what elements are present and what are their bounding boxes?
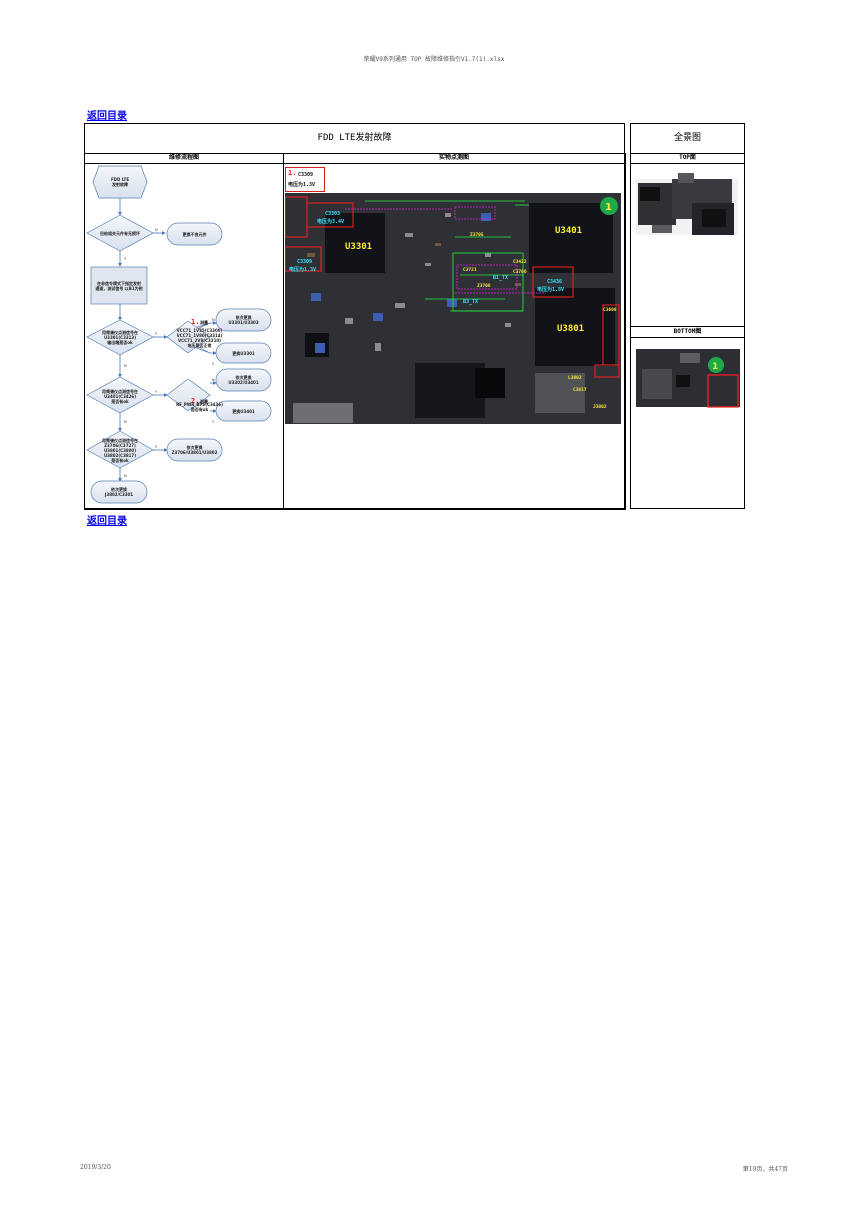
flow-column-header: 维修流程图 (85, 153, 283, 164)
svg-text:1: 1 (712, 362, 718, 372)
svg-text:Z3706: Z3706 (477, 283, 491, 289)
svg-text:C3303: C3303 (325, 211, 340, 217)
photo-column-header: 实物点测图 (283, 153, 625, 164)
bottom-board-thumbnail: 1 (636, 349, 740, 408)
svg-text:Z3705: Z3705 (470, 232, 484, 238)
flow-r2b: 更换U3401 (232, 408, 255, 414)
svg-text:C3309: C3309 (297, 259, 312, 265)
top-board-thumbnail (636, 173, 738, 235)
svg-text:C3706: C3706 (513, 269, 527, 275)
svg-text:N: N (124, 474, 127, 478)
svg-text:N: N (124, 364, 127, 368)
svg-text:C3436: C3436 (547, 279, 562, 285)
svg-text:Y: Y (155, 332, 158, 336)
main-title: FDD LTE发射故障 (85, 124, 624, 154)
svg-text:Y: Y (155, 390, 158, 394)
svg-text:U3401: U3401 (555, 226, 582, 236)
page-header: 荣耀V9系列通用 TOP 故障维修指引V1.7(1).xlsx (363, 56, 505, 63)
flow-m1-num: 1. (191, 318, 200, 326)
svg-text:B3_TX: B3_TX (463, 299, 478, 305)
svg-text:Y: Y (212, 420, 215, 424)
svg-text:电压为1.8V: 电压为1.8V (537, 286, 564, 293)
back-to-index-link-bottom[interactable]: 返回目录 (87, 516, 127, 527)
flow-m1-text: 测量 (200, 320, 208, 325)
svg-text:U3301: U3301 (345, 242, 372, 252)
pcb-photo: 1 U3301 U3401 U3801 Z3705 Z3706 L3802 C3… (285, 193, 621, 424)
photo-note-voltage: 电压为1.3V (288, 182, 316, 188)
flow-q1: 目检相关元件有无损坏 (100, 230, 140, 236)
svg-text:C3817: C3817 (573, 387, 587, 393)
svg-text:电压为1.3V: 电压为1.3V (289, 266, 316, 273)
svg-text:C3422: C3422 (513, 259, 527, 265)
flow-r1b: 更换U3301 (232, 350, 255, 356)
svg-text:Y: Y (124, 257, 127, 261)
flow-q4: 用频谱仪点测信号在 Z3706(C3727) U3801(C3800) U380… (102, 437, 138, 463)
svg-text:L3802: L3802 (568, 375, 582, 381)
svg-text:电压为3.4V: 电压为3.4V (317, 218, 344, 225)
photo-note-num: 1. (288, 169, 297, 177)
flow-m2-num: 2. (191, 397, 200, 405)
svg-text:C3721: C3721 (463, 267, 477, 273)
flow-step1: 在非信令模式下指定发射 通道，测试信号 以B1为例 (95, 280, 143, 291)
flow-a1: 更换不良元件 (182, 231, 207, 237)
flow-q3: 用频谱仪点测信号在 U3401(C3426) 是否有ok (102, 388, 138, 404)
svg-text:N: N (155, 228, 158, 232)
flow-start: FDD LTE 发射故障 (110, 177, 130, 187)
photo-note-box (285, 167, 325, 192)
bottom-label: BOTTOM图 (631, 326, 744, 338)
flow-column: 维修流程图 (84, 153, 284, 510)
flow-r3: 依次更换 Z3706/U3801/U3802 (171, 445, 218, 455)
svg-text:B1_TX: B1_TX (493, 275, 508, 281)
svg-text:N: N (124, 420, 127, 424)
svg-text:C3608: C3608 (603, 307, 617, 313)
overview-title: 全景图 (631, 124, 744, 154)
svg-text:N: N (212, 318, 215, 322)
svg-text:U3801: U3801 (557, 324, 584, 334)
flow-m2-lines: RF_PWR_BPS(C3436) 是否有ok (176, 402, 223, 412)
flow-end: 依次更换 J3802/C3301 (104, 487, 134, 497)
svg-text:J3802: J3802 (593, 404, 607, 410)
photo-column: 实物点测图 (283, 153, 626, 510)
svg-text:Y: Y (155, 445, 158, 449)
photo-note-part: C3309 (298, 172, 314, 178)
flowchart: Y N N Y N Y N Y N Y N Y (86, 165, 272, 504)
svg-text:Y: Y (212, 362, 215, 366)
svg-text:N: N (212, 378, 215, 382)
flow-r2a: 依次更换 U3302/U3401 (228, 375, 259, 385)
flow-m1-lines: VCC71_1V35(C3300) VCC71_1V80(C3314) VCC7… (176, 328, 223, 348)
footer-date: 2019/3/20 (80, 1164, 111, 1171)
flow-m2-text: 测量 (200, 399, 208, 404)
footer-page: 第19页，共47页 (742, 1166, 788, 1173)
svg-text:1: 1 (605, 202, 612, 213)
flow-q2: 用频谱仪点测信号在 U3301(C3313) 输出端是否ok (102, 329, 138, 345)
back-to-index-link-top[interactable]: 返回目录 (87, 111, 127, 122)
flow-r1a: 依次更换 U3301/U3303 (228, 315, 259, 325)
top-label: TOP面 (631, 153, 744, 164)
